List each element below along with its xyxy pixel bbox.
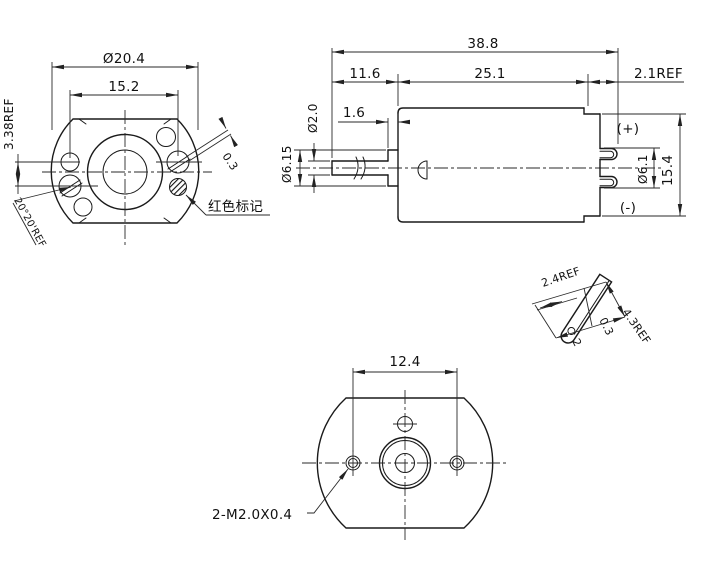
- thread-callout-label: 2-M2.0X0.4: [212, 507, 292, 523]
- negative-terminal-label: (-): [620, 200, 636, 216]
- dim-body-length: 25.1: [474, 66, 505, 82]
- dim-boss-length: 1.6: [343, 105, 365, 121]
- dim-front-slot-width: 0.3: [220, 150, 241, 173]
- front-view-linework: [12, 62, 270, 247]
- dim-shaft-diameter: Ø2.0: [306, 103, 320, 133]
- bottom-view-linework: [302, 368, 508, 540]
- side-view: 38.8 11.6 25.1 2.1REF 1.6 Ø2.0 Ø6.15 Ø6.…: [280, 36, 686, 223]
- side-view-linework: [294, 48, 686, 223]
- dim-total-length: 38.8: [467, 36, 498, 52]
- dim-mount-hole-span: 12.4: [389, 354, 420, 370]
- red-mark-dot: [169, 178, 187, 196]
- dim-terminal-thickness: 0.3: [596, 315, 616, 337]
- terminal-detail-view: 2.4REF 0.3 2 4.3REF: [531, 264, 654, 349]
- bottom-view: 12.4 2-M2.0X0.4: [212, 354, 508, 540]
- red-mark-label: 红色标记: [208, 198, 263, 215]
- terminal-detail-linework: [531, 273, 626, 344]
- dim-terminal-pitch: Ø6.1: [636, 154, 650, 184]
- front-view: Ø20.4 15.2 3.38REF 0.3 20°20'REF 红色标记: [2, 51, 270, 249]
- dim-boss-diameter: Ø6.15: [280, 145, 294, 183]
- dim-terminal-ref: 2.1REF: [634, 66, 683, 82]
- dim-terminal-tab-width: 2: [569, 336, 584, 348]
- dim-front-offset-ref: 3.38REF: [2, 98, 16, 150]
- dim-front-hole-span: 15.2: [108, 79, 139, 95]
- positive-terminal-label: (+): [617, 121, 640, 137]
- dim-terminal-length-ref: 4.3REF: [620, 306, 654, 346]
- dim-terminal-width-ref: 2.4REF: [540, 264, 582, 289]
- dim-front-angle-ref: 20°20'REF: [11, 196, 47, 249]
- dim-shaft-section: 11.6: [349, 66, 380, 82]
- dim-cap-height: 15.4: [660, 155, 676, 186]
- dim-front-outer-diameter: Ø20.4: [103, 51, 145, 67]
